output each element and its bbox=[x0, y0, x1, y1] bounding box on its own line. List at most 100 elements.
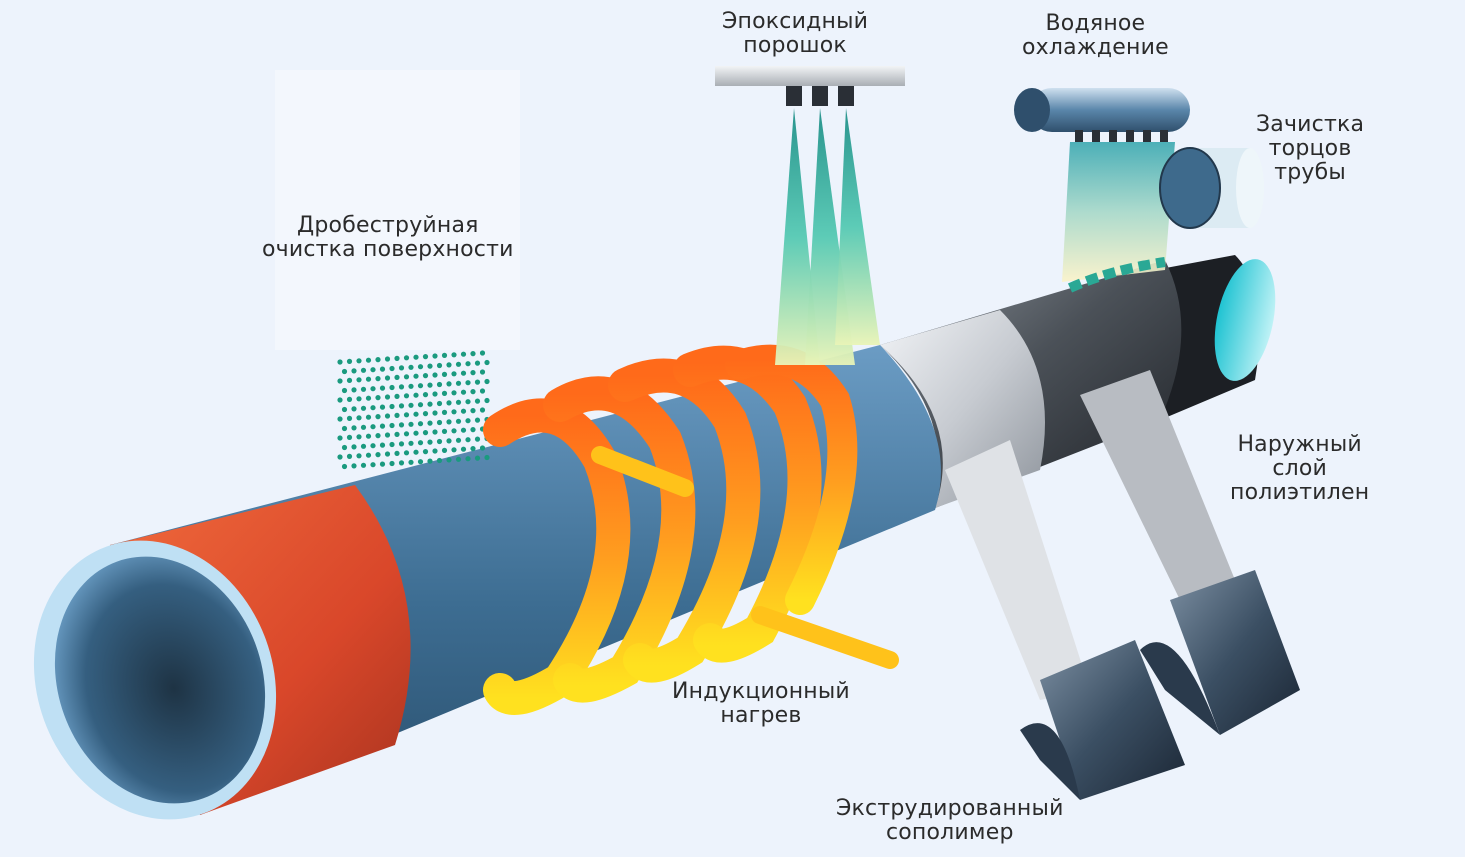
blasting-dot bbox=[413, 449, 419, 455]
label-line: слой bbox=[1272, 456, 1328, 481]
induction-coil-icon bbox=[483, 344, 899, 715]
spray-nozzle-icon bbox=[715, 66, 905, 365]
blasting-dot bbox=[455, 418, 462, 424]
blasting-dot bbox=[432, 391, 438, 397]
blasting-dot bbox=[351, 425, 357, 431]
blasting-dot bbox=[413, 430, 419, 436]
blasting-dot bbox=[484, 397, 490, 404]
label-end-cleaning: Зачистка торцов трубы bbox=[1256, 113, 1364, 185]
blasting-dot bbox=[413, 411, 419, 417]
blasting-dot bbox=[427, 382, 433, 388]
blasting-dot bbox=[379, 404, 386, 410]
blasting-dot bbox=[394, 374, 400, 380]
label-line: сополимер bbox=[885, 820, 1014, 845]
label-line: полиэтилен bbox=[1230, 480, 1370, 505]
blasting-dot bbox=[408, 364, 414, 370]
blasting-dot bbox=[379, 366, 386, 372]
blasting-dot bbox=[451, 390, 457, 396]
blasting-dot bbox=[460, 370, 467, 376]
blasting-dot bbox=[408, 459, 414, 465]
blasting-dot bbox=[436, 362, 443, 369]
blasting-dot bbox=[484, 359, 490, 366]
blasting-dot bbox=[375, 414, 381, 420]
blasting-dot bbox=[370, 443, 376, 449]
blasting-dot bbox=[460, 408, 467, 414]
label-line: Водяное bbox=[1045, 11, 1146, 36]
blasting-dot bbox=[351, 463, 357, 469]
blasting-dot bbox=[432, 353, 438, 359]
blasting-dot bbox=[413, 354, 419, 360]
blasting-dot bbox=[465, 361, 471, 367]
blasting-dot bbox=[484, 454, 490, 461]
blasting-dot bbox=[455, 361, 462, 367]
blasting-dot bbox=[389, 365, 395, 372]
blasting-dot bbox=[370, 424, 376, 430]
blasting-dot bbox=[356, 434, 362, 440]
cooling-manifold-icon bbox=[1014, 88, 1190, 293]
blasting-dot bbox=[337, 416, 343, 422]
blasting-dot bbox=[356, 358, 362, 364]
blasting-dot bbox=[389, 403, 395, 410]
blasting-dot bbox=[413, 373, 419, 379]
blasting-dot bbox=[436, 457, 443, 464]
label-line: порошок bbox=[743, 33, 847, 58]
blasting-dot bbox=[470, 389, 476, 395]
blasting-dot bbox=[446, 419, 452, 425]
blasting-dot bbox=[441, 352, 448, 358]
blasting-dot bbox=[398, 384, 405, 390]
blasting-dot bbox=[446, 457, 452, 463]
blasting-dot bbox=[346, 434, 353, 440]
blasting-dot bbox=[375, 395, 381, 401]
blasting-dot bbox=[427, 458, 433, 464]
blasting-dot bbox=[370, 405, 376, 411]
blasting-dot bbox=[356, 396, 362, 402]
label-line: охлаждение bbox=[1022, 35, 1169, 60]
blasting-dot bbox=[346, 377, 353, 383]
pipe-end-cap bbox=[1214, 259, 1276, 381]
blasting-dot bbox=[470, 370, 476, 376]
blasting-dot bbox=[394, 431, 400, 437]
blasting-dot bbox=[375, 433, 381, 439]
blasting-dot bbox=[417, 440, 424, 446]
blasting-dot bbox=[346, 396, 353, 402]
blasting-dot bbox=[470, 427, 476, 433]
blasting-dot bbox=[417, 402, 424, 408]
blasting-dot bbox=[398, 365, 405, 371]
blasting-dot bbox=[479, 407, 486, 413]
blasting-dot bbox=[451, 371, 457, 377]
blasting-dot bbox=[370, 462, 376, 468]
blasting-dot bbox=[474, 360, 481, 366]
blasting-dot bbox=[337, 435, 343, 441]
blasting-dot bbox=[360, 443, 367, 449]
blasting-dot bbox=[375, 376, 381, 382]
blasting-dot bbox=[413, 392, 419, 398]
blasting-dot bbox=[441, 447, 448, 453]
blasting-dot bbox=[408, 421, 414, 427]
blasting-dot bbox=[379, 385, 386, 391]
blasting-dot bbox=[451, 352, 457, 358]
label-line: торцов bbox=[1268, 136, 1352, 161]
blasting-dot bbox=[360, 367, 367, 373]
blasting-dot bbox=[474, 455, 481, 461]
blasting-dot bbox=[360, 386, 367, 392]
blasting-dot bbox=[451, 428, 457, 434]
blasting-dot bbox=[389, 441, 395, 448]
blasting-dot bbox=[436, 400, 443, 407]
blasting-dot bbox=[446, 400, 452, 406]
blasting-dot bbox=[384, 451, 391, 457]
blasting-dot bbox=[432, 448, 438, 454]
blasting-dot bbox=[403, 412, 410, 418]
label-epoxy-powder: Эпоксидный порошок bbox=[722, 10, 868, 58]
blasting-dot bbox=[441, 371, 448, 377]
blasting-dot bbox=[351, 444, 357, 450]
blasting-dot bbox=[455, 456, 462, 462]
blasting-dot bbox=[455, 380, 462, 386]
blasting-dot bbox=[479, 445, 486, 451]
blasting-dot bbox=[479, 369, 486, 375]
blasting-dot bbox=[398, 422, 405, 428]
blasting-dot bbox=[375, 357, 381, 363]
blasting-dot bbox=[398, 403, 405, 409]
blasting-dot bbox=[375, 452, 381, 458]
label-water-cooling: Водяное охлаждение bbox=[1022, 12, 1169, 60]
